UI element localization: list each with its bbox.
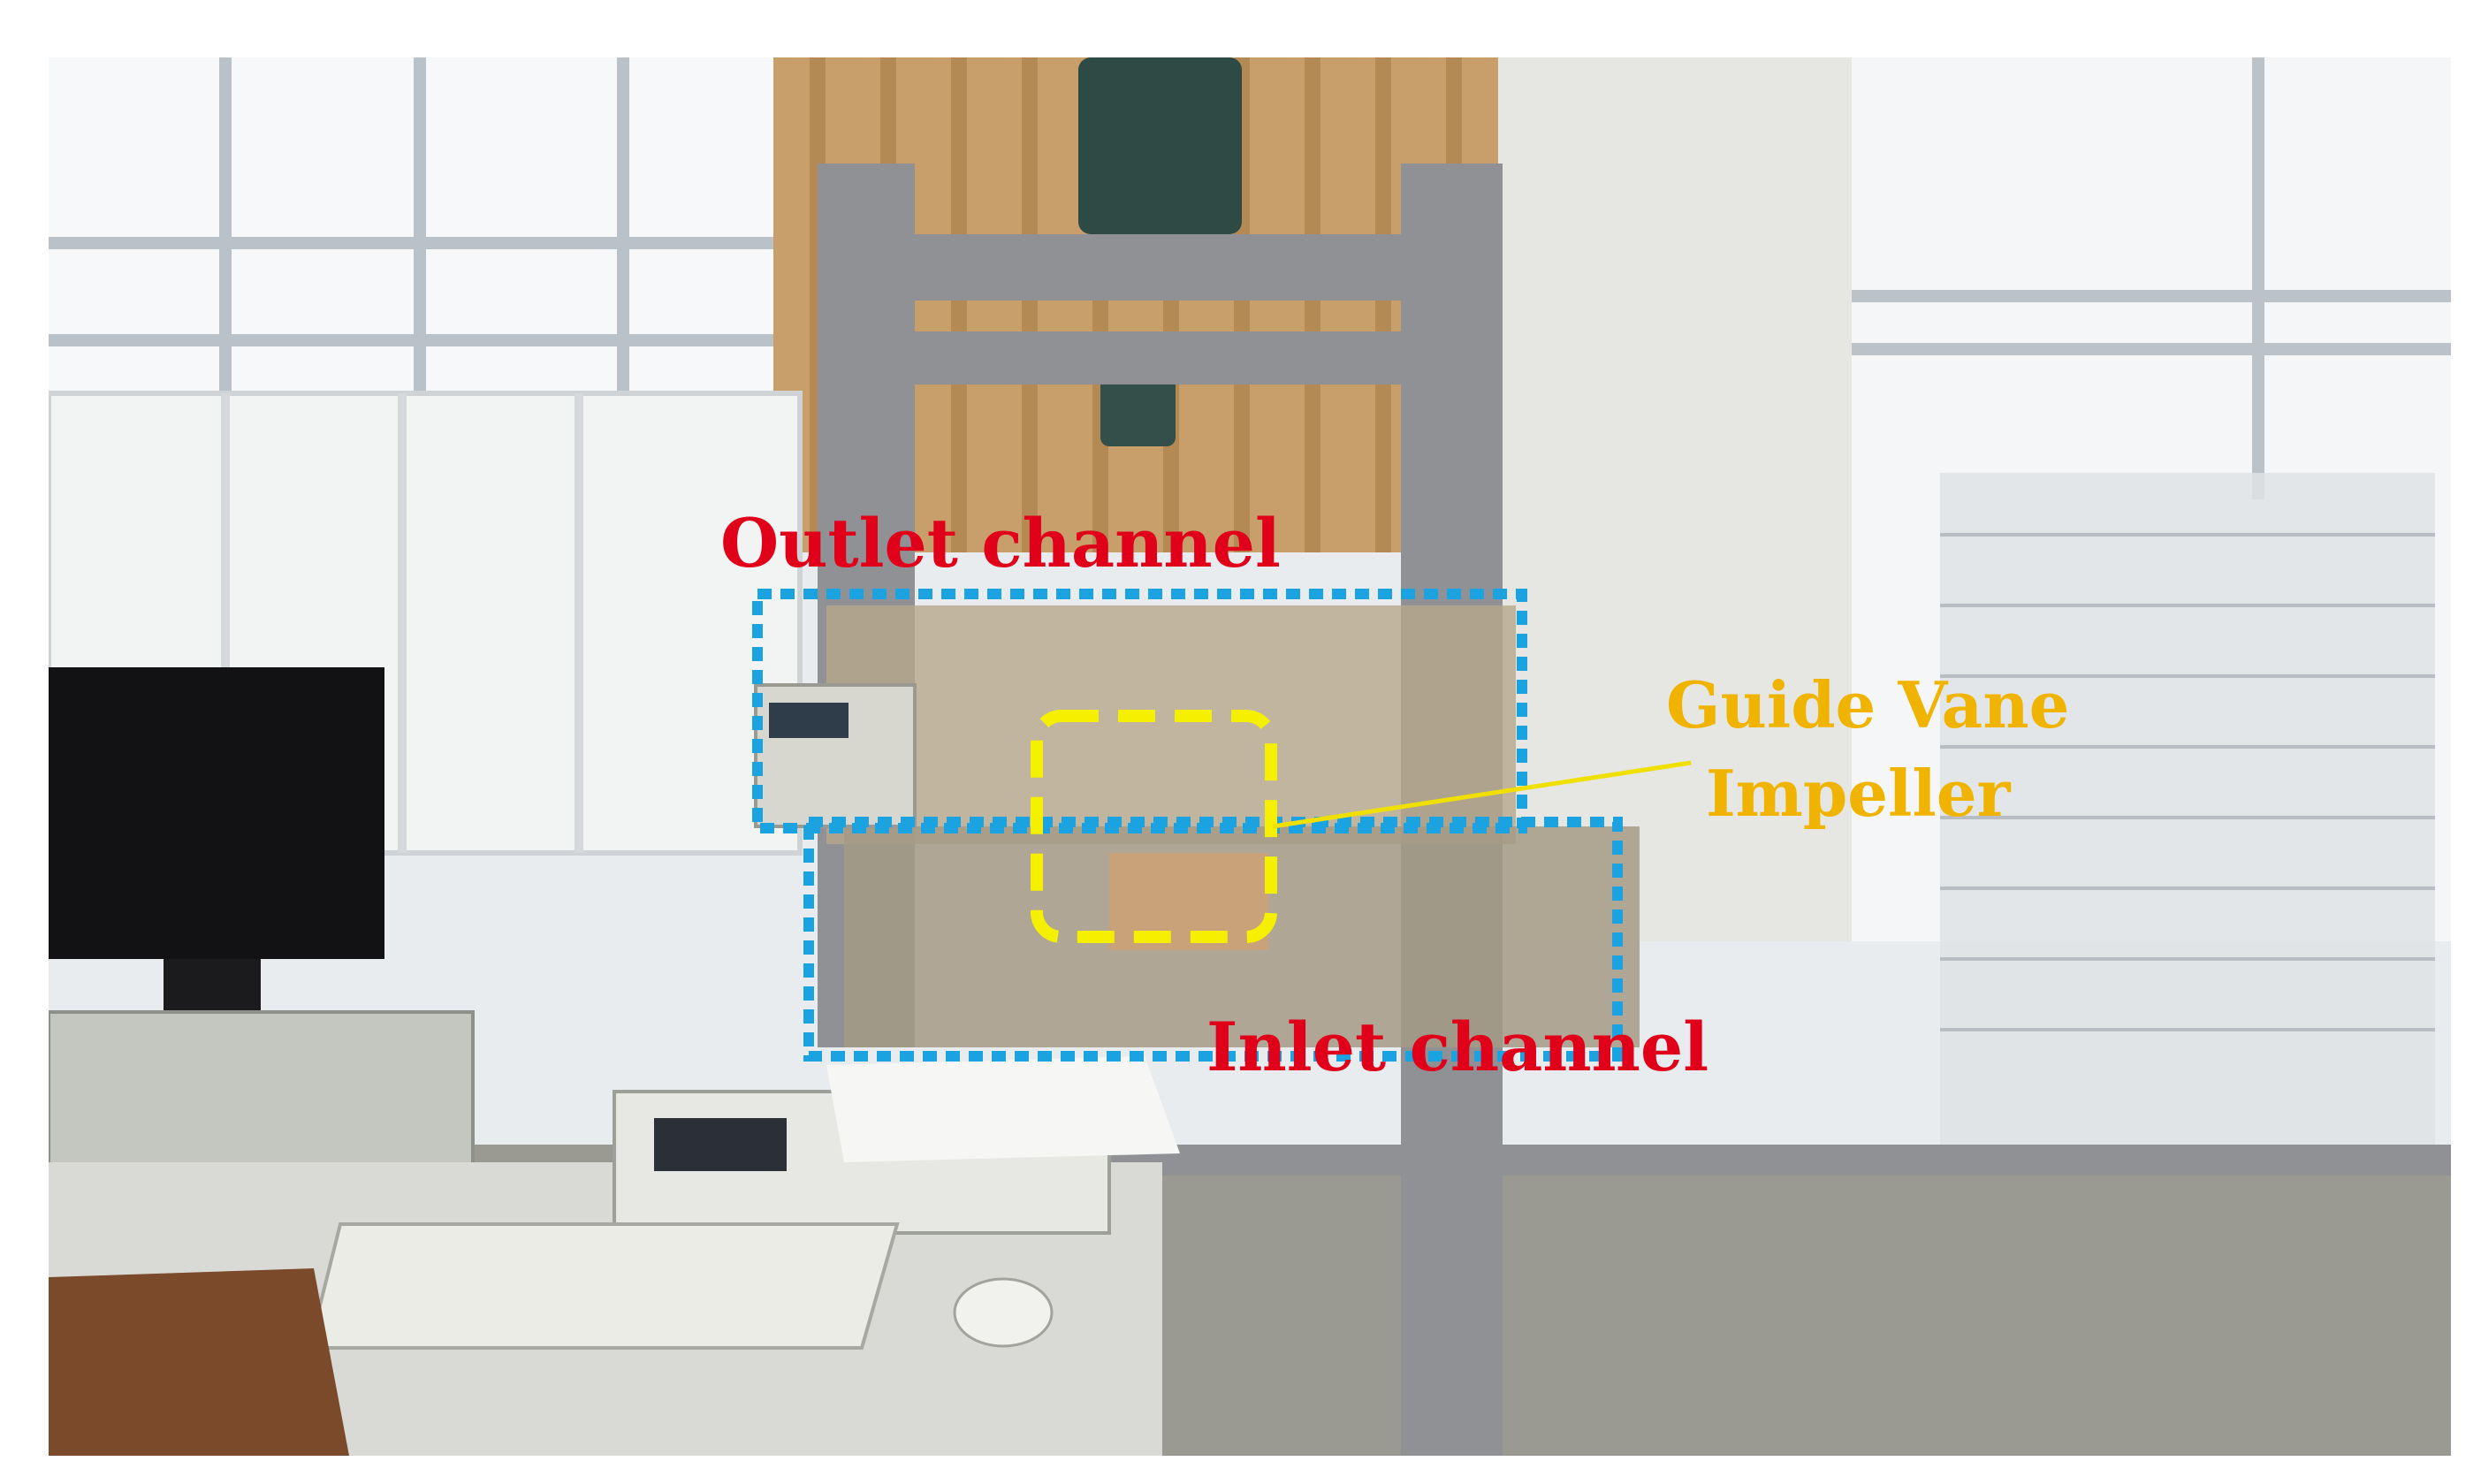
papers <box>826 1056 1180 1162</box>
controller-box <box>754 683 917 828</box>
test-rig-photo <box>49 57 2451 1456</box>
mouse <box>953 1277 1054 1348</box>
guide-vane-label: Guide Vane <box>1666 667 2070 742</box>
keyboard <box>307 1222 900 1350</box>
impeller-box <box>1031 710 1277 943</box>
left-window <box>49 57 800 429</box>
chair <box>49 1268 349 1456</box>
outlet-channel-label: Outlet channel <box>720 504 1281 582</box>
leader-line <box>1272 760 1692 829</box>
channel-body <box>826 605 1640 1047</box>
inlet-channel-box <box>803 817 1623 1062</box>
outlet-channel-box <box>752 589 1527 833</box>
piezometer-rack <box>1940 473 2435 1145</box>
inlet-channel-label: Inlet channel <box>1206 1008 1709 1086</box>
impeller-label: Impeller <box>1706 756 2011 831</box>
